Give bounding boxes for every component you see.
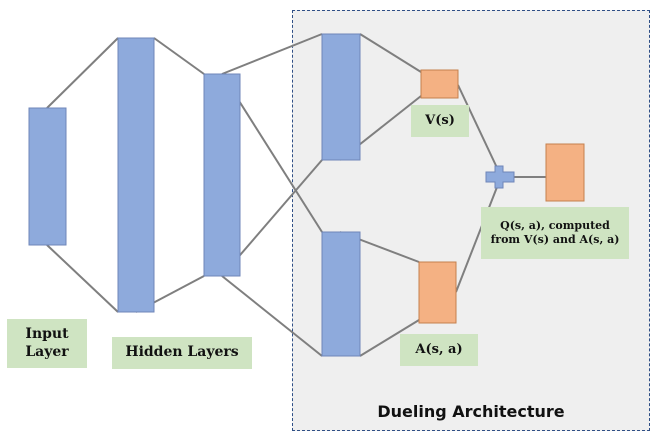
advantage-stream-block xyxy=(321,231,361,357)
plus-aggregation-icon xyxy=(485,165,515,189)
connection-line xyxy=(46,244,119,313)
value-stream-block xyxy=(321,33,361,161)
input-layer-label: Input Layer xyxy=(7,319,87,368)
connection-line xyxy=(221,33,323,75)
input-label-line2: Layer xyxy=(25,343,69,360)
input-label-line1: Input xyxy=(25,326,69,342)
connection-line xyxy=(457,84,500,173)
hidden-layers-label: Hidden Layers xyxy=(112,337,252,369)
value-head-block xyxy=(420,69,459,99)
input-layer-block xyxy=(28,107,67,246)
advantage-label-text: A(s, a) xyxy=(415,341,463,357)
connection-line xyxy=(221,275,323,357)
advantage-head-block xyxy=(418,261,457,324)
q-value-label: Q(s, a), computed from V(s) and A(s, a) xyxy=(481,207,629,259)
connection-line xyxy=(359,319,420,357)
hidden-label-text: Hidden Layers xyxy=(125,344,239,361)
connection-line xyxy=(455,181,500,293)
advantage-function-label: A(s, a) xyxy=(400,334,478,366)
value-label-text: V(s) xyxy=(425,112,455,128)
q-output-block xyxy=(545,143,585,202)
connection-line xyxy=(359,33,422,73)
connection-line xyxy=(153,37,205,75)
hidden-layer-1-block xyxy=(117,37,155,313)
q-label-line2: from V(s) and A(s, a) xyxy=(490,233,620,246)
q-label-line1: Q(s, a), computed xyxy=(500,219,610,233)
connection-line xyxy=(46,37,119,109)
value-function-label: V(s) xyxy=(411,105,469,137)
dueling-architecture-title: Dueling Architecture xyxy=(377,402,565,421)
hidden-layer-2-block xyxy=(203,73,241,277)
output-heads xyxy=(418,69,585,324)
plus-icon-shape xyxy=(485,165,515,189)
network-layers xyxy=(28,33,361,357)
